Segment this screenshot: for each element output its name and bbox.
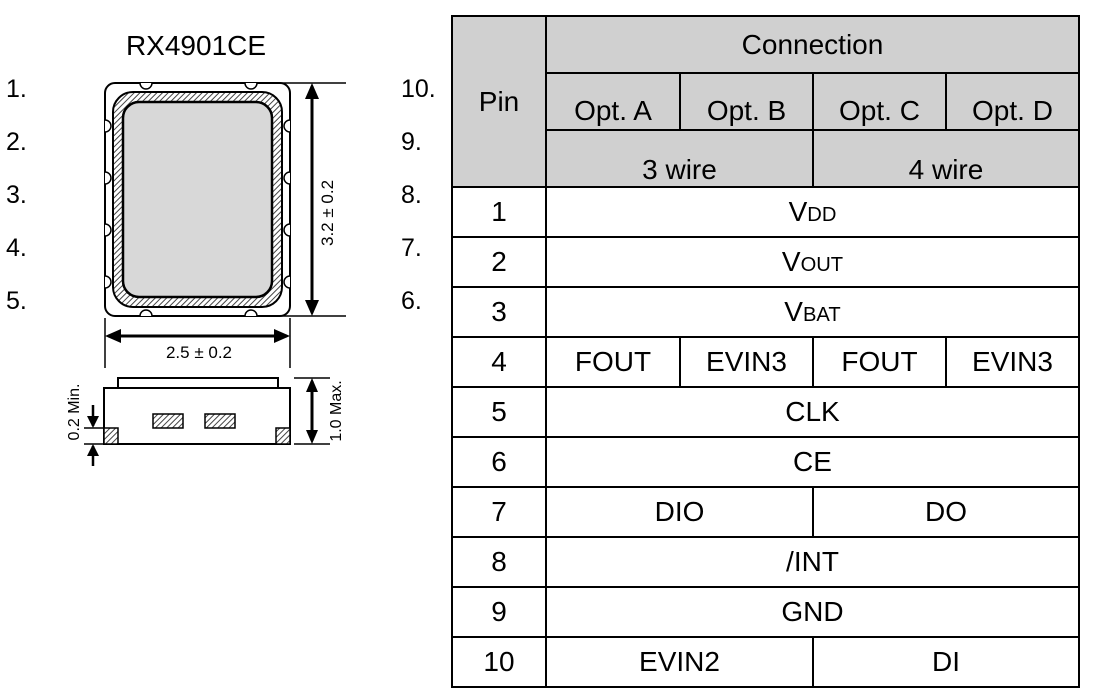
signal-cell: FOUT	[545, 336, 681, 388]
signal-name: V	[784, 296, 803, 327]
signal-name: FOUT	[841, 346, 918, 377]
lid	[121, 100, 274, 299]
signal-name: V	[781, 246, 801, 277]
pin-number: 1	[451, 186, 547, 238]
min-standoff-label: 0.2 Min.	[66, 384, 83, 441]
signal-cell: EVIN2	[545, 636, 814, 688]
signal-name: DI	[932, 646, 960, 677]
pin-label-3: 3.	[6, 181, 27, 209]
pin-label-8: 8.	[401, 181, 422, 209]
pin-number: 5	[451, 386, 547, 438]
table-row: 10 EVIN2 DI	[451, 636, 1080, 688]
signal-name: EVIN3	[706, 346, 787, 377]
height-dimension: 3.2 ± 0.2	[278, 82, 346, 317]
pin-header: Pin	[451, 15, 547, 188]
package-side-view	[103, 377, 291, 445]
wire-group-4: 4 wire	[812, 129, 1080, 188]
option-header-b: Opt. B	[679, 72, 814, 131]
signal-name: CE	[793, 446, 832, 477]
signal-cell: EVIN3	[679, 336, 814, 388]
signal-name: FOUT	[574, 346, 652, 377]
pin-label-10: 10.	[401, 75, 436, 103]
min-standoff-dimension: 0.2 Min.	[66, 384, 104, 466]
pin-number: 3	[451, 286, 547, 338]
table-row: 5 CLK	[451, 386, 1080, 438]
width-dimension-label: 2.5 ± 0.2	[166, 343, 232, 362]
table-row: 9 GND	[451, 586, 1080, 638]
max-height-dimension: 1.0 Max.	[294, 377, 345, 445]
package-top-view	[104, 82, 291, 317]
pin-number: 4	[451, 336, 547, 388]
side-pad-1	[152, 413, 184, 429]
pin-number: 9	[451, 586, 547, 638]
option-header-d: Opt. D	[945, 72, 1080, 131]
signal-cell: DO	[812, 486, 1080, 538]
package-title: RX4901CE	[126, 30, 266, 61]
signal-cell: CLK	[545, 386, 1080, 438]
table-row: 4 FOUT EVIN3 FOUT EVIN3	[451, 336, 1080, 388]
left-pin-labels: 1. 2. 3. 4. 5.	[6, 75, 27, 315]
signal-cell: /INT	[545, 536, 1080, 588]
pin-number: 7	[451, 486, 547, 538]
signal-cell: VBAT	[545, 286, 1080, 338]
signal-name: DIO	[654, 496, 705, 527]
signal-name: GND	[781, 596, 844, 627]
side-pad-2	[204, 413, 236, 429]
signal-subscript: BAT	[802, 304, 841, 326]
signal-cell: VDD	[545, 186, 1080, 238]
pin-label-7: 7.	[401, 234, 422, 262]
connection-header: Connection	[545, 15, 1080, 74]
max-height-label: 1.0 Max.	[328, 380, 345, 441]
pin-label-9: 9.	[401, 128, 422, 156]
signal-cell: VOUT	[545, 236, 1080, 288]
table-row: 7 DIO DO	[451, 486, 1080, 538]
pin-label-1: 1.	[6, 75, 27, 103]
signal-cell: FOUT	[812, 336, 947, 388]
pin-number: 2	[451, 236, 547, 288]
signal-name: DO	[925, 496, 967, 527]
pin-label-2: 2.	[6, 128, 27, 156]
signal-name: V	[788, 196, 808, 227]
table-row: 8/INT	[451, 536, 1080, 588]
signal-cell: EVIN3	[945, 336, 1080, 388]
signal-name: EVIN2	[639, 646, 720, 677]
signal-cell: GND	[545, 586, 1080, 638]
signal-cell: CE	[545, 436, 1080, 488]
height-dimension-label: 3.2 ± 0.2	[318, 180, 337, 246]
table-row: 6 CE	[451, 436, 1080, 488]
signal-name: CLK	[785, 396, 840, 427]
signal-name: EVIN3	[972, 346, 1053, 377]
pin-label-4: 4.	[6, 234, 27, 262]
pin-number: 8	[451, 536, 547, 588]
signal-cell: DIO	[545, 486, 814, 538]
option-header-a: Opt. A	[545, 72, 681, 131]
right-pin-labels: 10. 9. 8. 7. 6.	[401, 75, 436, 315]
pin-label-6: 6.	[401, 287, 422, 315]
wire-group-3: 3 wire	[545, 129, 814, 188]
width-dimension: 2.5 ± 0.2	[104, 318, 291, 368]
package-drawing: RX4901CE 1. 2. 3. 4. 5. 10. 9. 8. 7. 6.	[6, 30, 436, 466]
pin-connection-table: Pin Connection Opt. A Opt. B Opt. C Opt.…	[451, 15, 1080, 688]
signal-cell: DI	[812, 636, 1080, 688]
signal-subscript: OUT	[800, 254, 844, 276]
pin-number: 6	[451, 436, 547, 488]
side-terminal-left	[103, 427, 119, 445]
signal-subscript: DD	[807, 204, 837, 226]
side-terminal-right	[275, 427, 291, 445]
option-header-c: Opt. C	[812, 72, 947, 131]
pin-number: 10	[451, 636, 547, 688]
pin-label-5: 5.	[6, 287, 27, 315]
signal-name: /INT	[786, 546, 839, 577]
